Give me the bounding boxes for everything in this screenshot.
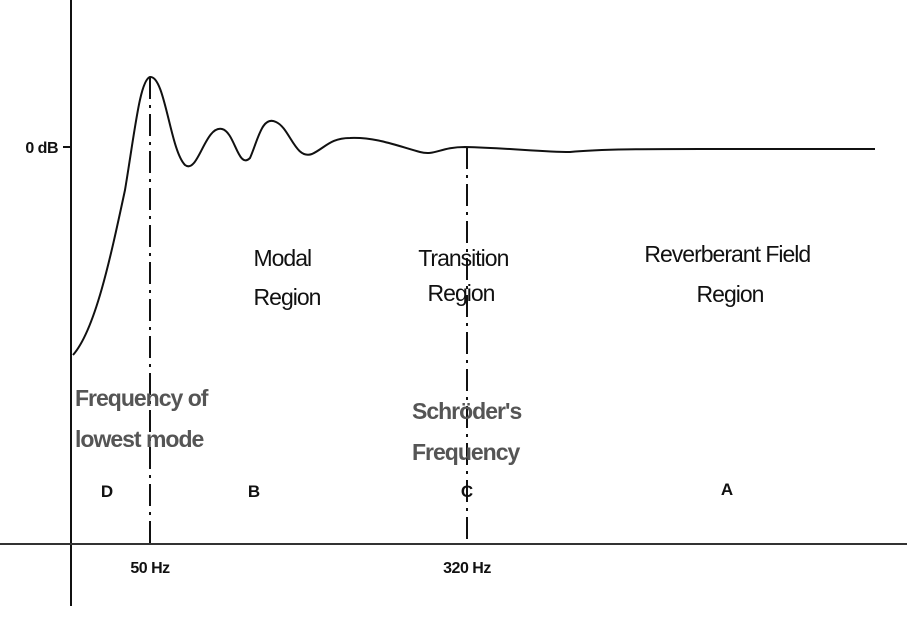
region-letter-b: B [248, 482, 260, 501]
schroder-line2: Frequency [412, 439, 521, 465]
modal-region-line1: Modal [253, 245, 311, 271]
schroder-line1: Schröder's [412, 398, 521, 424]
reverberant-region-line1: Reverberant Field [644, 241, 810, 267]
tick-label-50hz: 50 Hz [130, 560, 170, 577]
transition-region-label: Transition Region [418, 245, 514, 306]
schroder-frequency-label: Schröder's Frequency [412, 398, 527, 465]
region-letter-c: C [461, 482, 473, 501]
modal-region-line2: Region [254, 284, 321, 310]
modal-region-label: Modal Region [253, 245, 320, 310]
zero-db-label: 0 dB [25, 140, 58, 157]
region-letter-a: A [721, 480, 733, 499]
frequency-response-curve [72, 76, 875, 356]
lowest-mode-line1: Frequency of [75, 385, 209, 411]
reverberant-region-line2: Region [697, 281, 764, 307]
transition-region-line2: Region [428, 280, 495, 306]
tick-label-320hz: 320 Hz [443, 560, 491, 577]
region-letter-d: D [101, 482, 113, 501]
reverberant-region-label: Reverberant Field Region [644, 241, 815, 307]
lowest-mode-label: Frequency of lowest mode [75, 385, 213, 452]
transition-region-line1: Transition [418, 245, 508, 271]
lowest-mode-line2: lowest mode [75, 426, 204, 452]
